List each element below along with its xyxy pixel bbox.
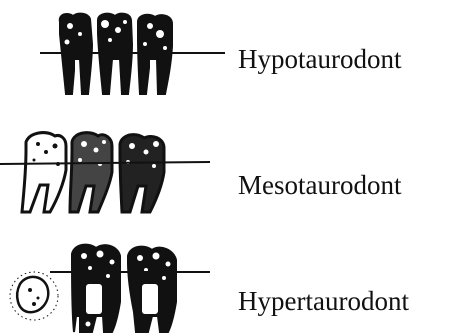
mesotaurodont-molar-icon: [0, 120, 225, 220]
mesotaurodont-label: Mesotaurodont: [238, 172, 401, 199]
hypotaurodont-label: Hypotaurodont: [238, 46, 401, 73]
hypertaurodont-molar-icon: [0, 232, 225, 333]
hypertaurodont-label: Hypertaurodont: [238, 288, 409, 315]
hypotaurodont-molar-icon: [0, 4, 225, 104]
